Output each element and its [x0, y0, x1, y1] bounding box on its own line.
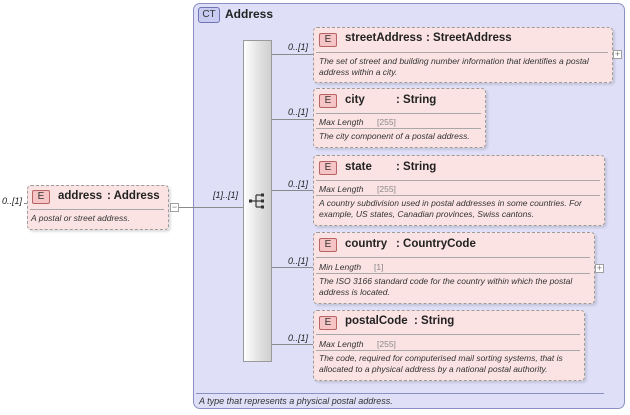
root-doc: A postal or street address. [31, 213, 130, 223]
root-element-address[interactable] [27, 185, 169, 230]
facet-value: [1] [374, 262, 384, 272]
element-country[interactable] [313, 232, 595, 304]
root-element-name: address [58, 190, 103, 202]
element-streetAddress[interactable] [313, 27, 613, 83]
facet-label: Max Length [319, 117, 364, 127]
complex-type-title: Address [225, 7, 274, 21]
facet-separator [316, 350, 580, 351]
complex-type-badge: CT [198, 7, 220, 23]
facet-value: [255] [377, 117, 396, 127]
element-name: city [345, 94, 365, 106]
complex-type-separator [196, 393, 604, 394]
expand-toggle-icon[interactable]: + [595, 263, 604, 273]
element-type: : String [414, 315, 455, 327]
element-doc: The set of street and building number in… [319, 56, 589, 77]
root-to-type-connector [179, 207, 193, 208]
child-occurrence: 0..[1] [288, 179, 309, 189]
element-city[interactable] [313, 88, 486, 148]
facet-value: [255] [377, 184, 396, 194]
child-occurrence: 0..[1] [288, 107, 309, 117]
expand-toggle-icon[interactable]: + [613, 49, 622, 59]
facet-label: Max Length [319, 339, 364, 349]
element-name: country [345, 238, 388, 250]
facet-separator [316, 128, 481, 129]
element-state[interactable] [313, 155, 605, 226]
element-doc: The ISO 3166 standard code for the count… [319, 276, 573, 297]
element-separator [316, 180, 600, 181]
element-separator [316, 113, 481, 114]
root-in-connector [24, 203, 28, 204]
element-type: : String [396, 161, 437, 173]
child-connector [272, 54, 313, 55]
child-occurrence: 0..[1] [288, 42, 309, 52]
complex-type-doc: A type that represents a physical postal… [199, 396, 393, 406]
element-type: : String [396, 94, 437, 106]
root-occurrence: 0..[1] [2, 196, 23, 206]
facet-label: Min Length [319, 262, 362, 272]
element-type: : StreetAddress [426, 32, 512, 44]
element-separator [316, 257, 590, 258]
element-name: state [345, 161, 372, 173]
element-name: postalCode [345, 315, 408, 327]
element-name: streetAddress [345, 32, 423, 44]
element-separator [316, 334, 580, 335]
child-connector [272, 267, 313, 268]
element-badge: E [319, 238, 337, 252]
element-doc: The city component of a postal address. [319, 131, 470, 141]
type-to-sequence-connector [193, 207, 243, 208]
facet-separator [316, 273, 590, 274]
sequence-icon [249, 193, 264, 209]
root-element-type: : Address [107, 190, 160, 202]
child-connector [272, 190, 313, 191]
facet-separator [316, 195, 600, 196]
child-occurrence: 0..[1] [288, 333, 309, 343]
element-doc: A country subdivision used in postal add… [319, 198, 582, 219]
element-badge: E [319, 33, 337, 47]
element-separator [316, 52, 608, 53]
element-doc: The code, required for computerised mail… [319, 353, 563, 374]
element-postalCode[interactable] [313, 310, 585, 381]
sequence-occurrence: [1]..[1] [213, 190, 239, 200]
facet-label: Max Length [319, 184, 364, 194]
facet-value: [255] [377, 339, 396, 349]
collapse-toggle-icon[interactable]: − [170, 202, 179, 212]
child-connector [272, 119, 313, 120]
element-badge: E [32, 190, 50, 204]
element-badge: E [319, 316, 337, 330]
element-badge: E [319, 94, 337, 108]
element-type: : CountryCode [396, 238, 476, 250]
child-occurrence: 0..[1] [288, 256, 309, 266]
sequence-compositor[interactable] [243, 40, 272, 362]
root-separator [30, 209, 164, 210]
element-badge: E [319, 161, 337, 175]
child-connector [272, 344, 313, 345]
